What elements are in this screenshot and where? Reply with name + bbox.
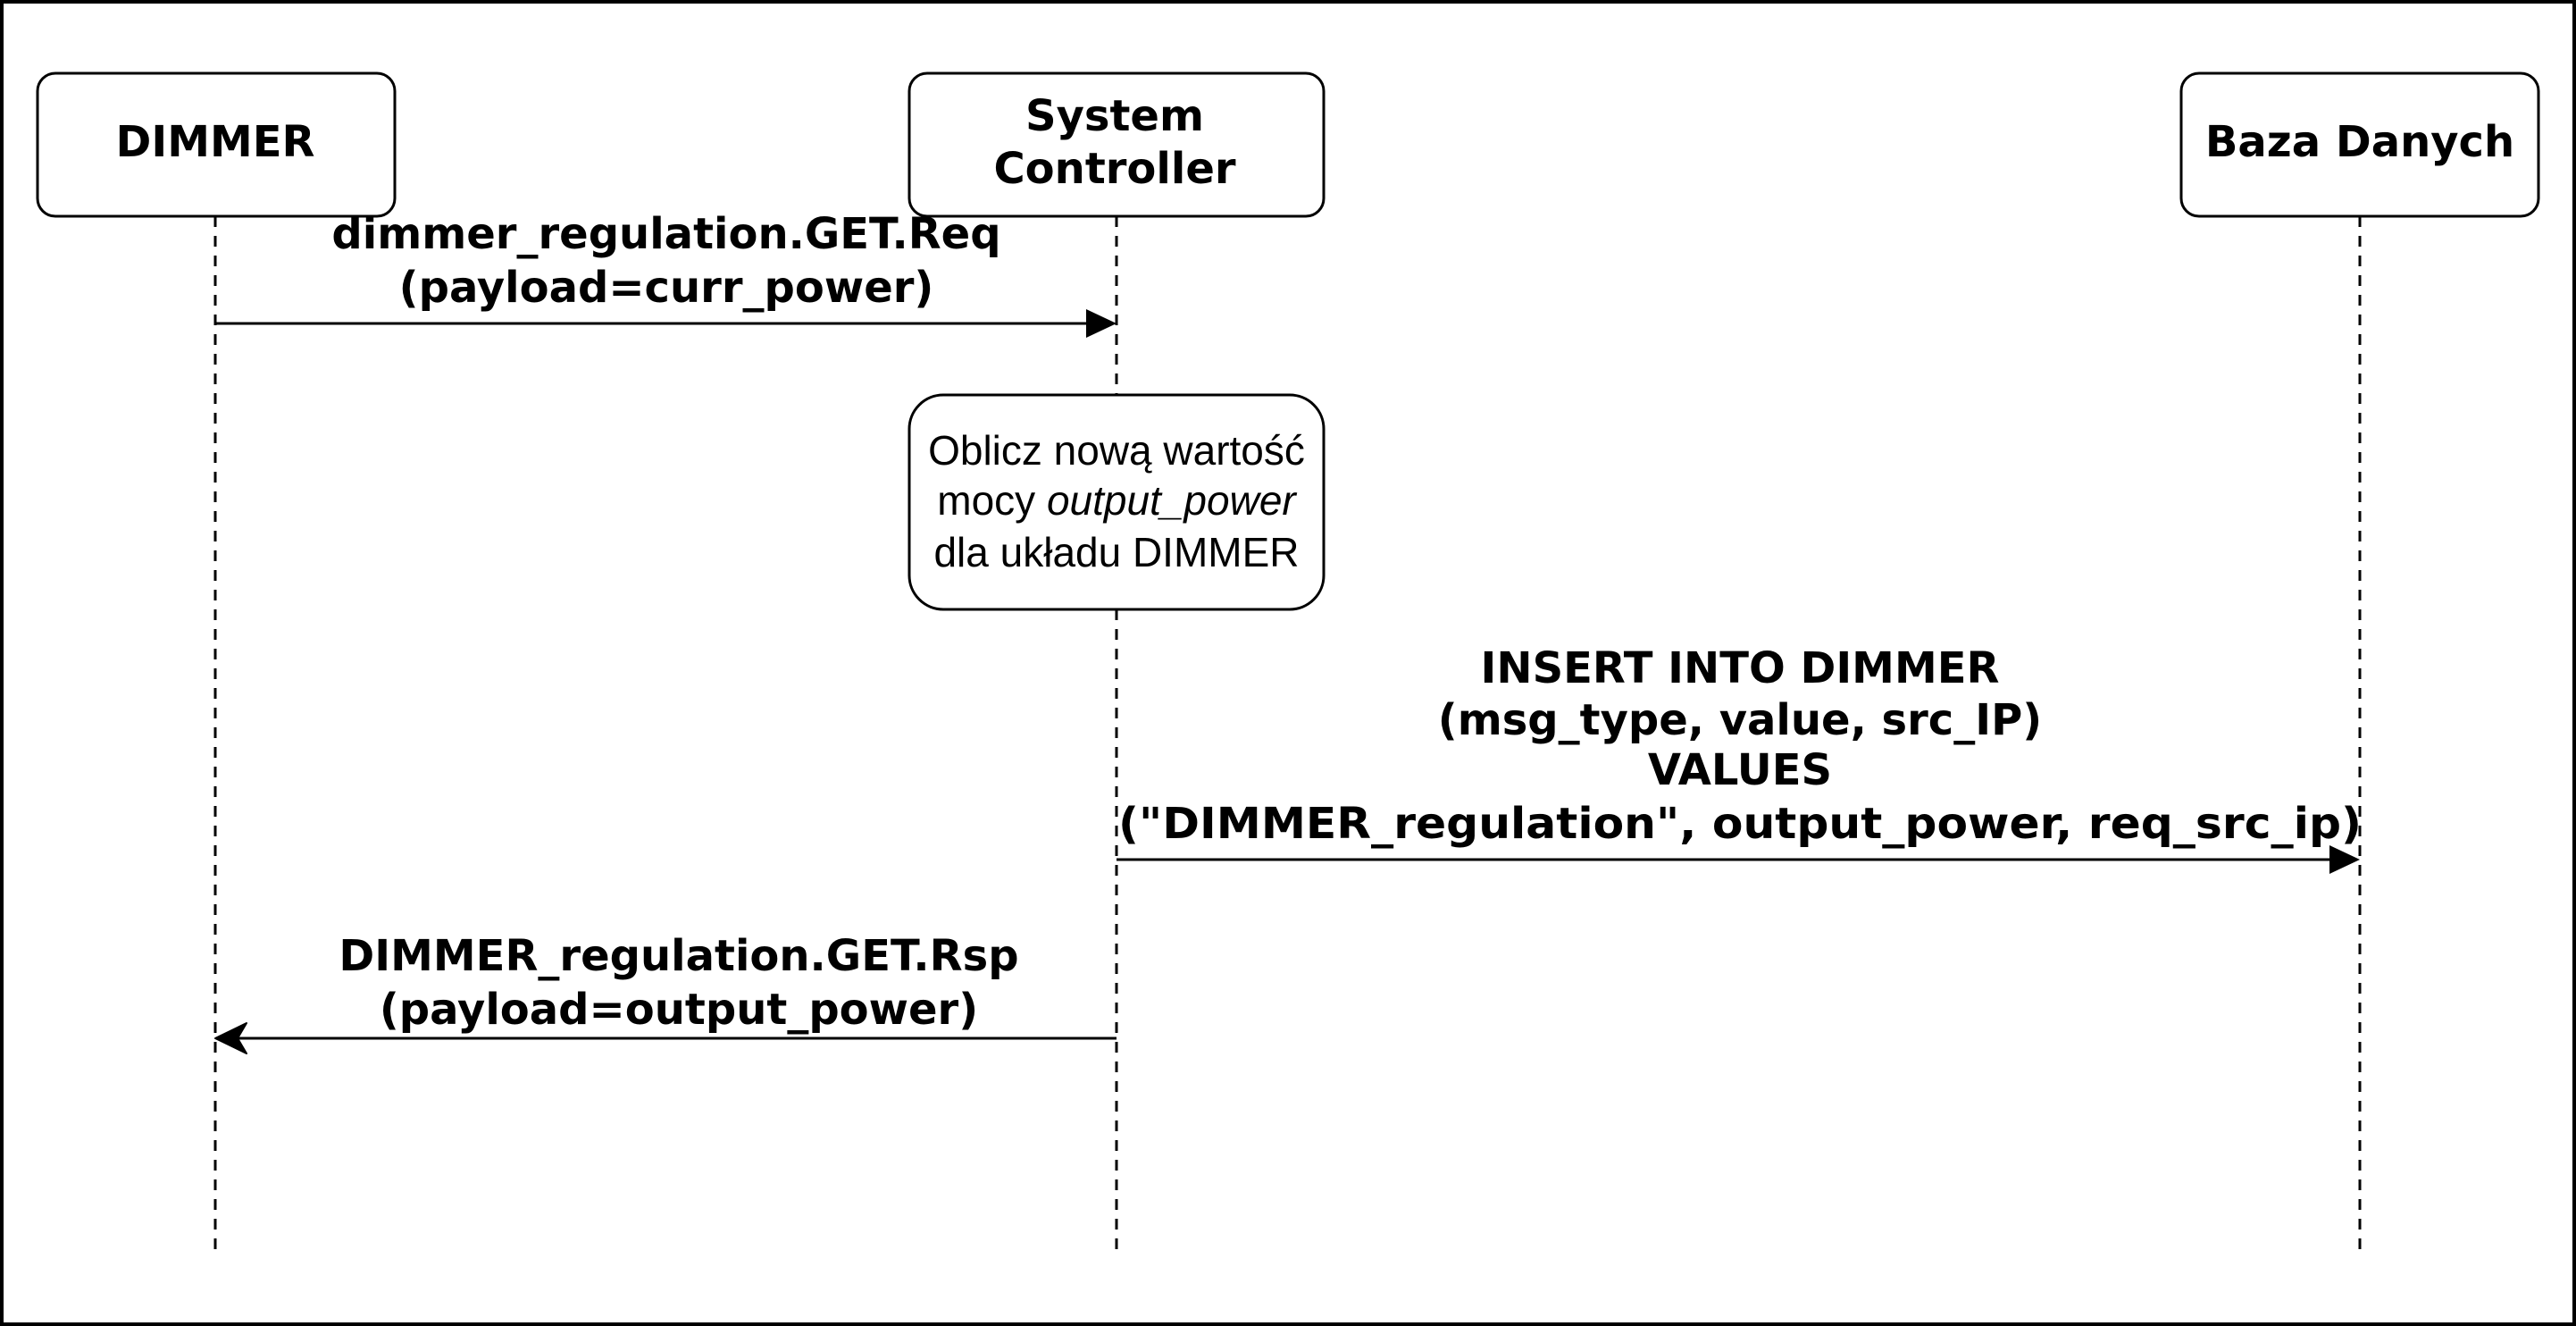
arrowhead-icon: [1086, 309, 1117, 338]
note-line-3: dla układu DIMMER: [933, 529, 1299, 575]
controller-note: Oblicz nową wartość mocy output_power dl…: [907, 393, 1326, 611]
note-line-2-prefix: mocy: [937, 477, 1047, 524]
open-arrowhead-icon: [214, 1022, 247, 1054]
message-label: VALUES: [1648, 745, 1832, 795]
note-box: [907, 393, 1326, 611]
message-label: (msg_type, value, src_IP): [1438, 695, 2042, 745]
message-label: (payload=curr_power): [399, 263, 934, 313]
participant-database: Baza Danych: [2179, 71, 2540, 218]
participant-label: DIMMER: [116, 117, 315, 167]
participant-box: [907, 71, 1326, 218]
participant-label: Baza Danych: [2205, 117, 2514, 167]
message-dimmer-regulation-get-req: dimmer_regulation.GET.Req (payload=curr_…: [215, 209, 1117, 338]
message-label: (payload=output_power): [380, 985, 978, 1035]
note-line-2-italic: output_power: [1047, 477, 1297, 524]
participant-label: Controller: [993, 144, 1235, 194]
message-dimmer-regulation-get-rsp: DIMMER_regulation.GET.Rsp (payload=outpu…: [214, 931, 1117, 1054]
participant-controller: System Controller: [907, 71, 1326, 218]
note-line-1: Oblicz nową wartość: [928, 427, 1305, 474]
participant-box: [2179, 71, 2540, 218]
message-label: INSERT INTO DIMMER: [1481, 643, 2000, 693]
participant-box: [36, 71, 397, 218]
message-label: DIMMER_regulation.GET.Rsp: [339, 931, 1018, 981]
arrowhead-icon: [2329, 845, 2360, 874]
note-line-2: mocy output_power: [937, 477, 1297, 524]
message-insert-into-dimmer: INSERT INTO DIMMER (msg_type, value, src…: [1117, 643, 2362, 874]
participant-dimmer: DIMMER: [36, 71, 397, 218]
message-label: ("DIMMER_regulation", output_power, req_…: [1118, 799, 2362, 849]
participant-label: System: [1025, 91, 1204, 141]
message-label: dimmer_regulation.GET.Req: [331, 209, 1000, 259]
